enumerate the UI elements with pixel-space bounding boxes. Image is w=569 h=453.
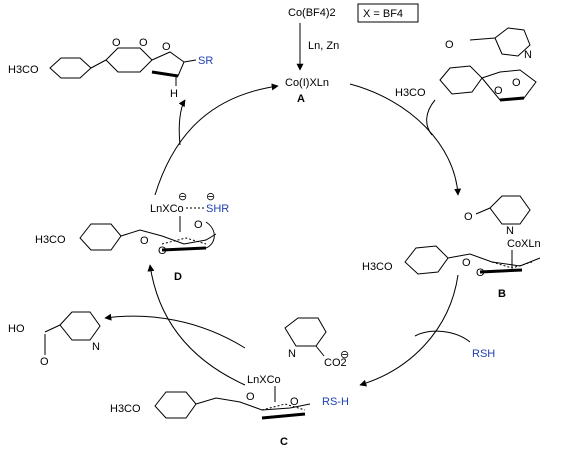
b-pyridine-n: N <box>506 225 514 237</box>
catalyst-a-formula: Co(I)XLn <box>285 77 329 89</box>
b-coxln: CoXLn <box>507 238 541 250</box>
b-ring-o2: O <box>476 267 485 279</box>
product-sr: SR <box>198 55 213 67</box>
label-c: C <box>280 436 288 448</box>
acid-pyridine-n: N <box>92 341 100 353</box>
c-rs-h: RS-H <box>322 396 349 408</box>
acid-release-arrow <box>104 313 246 349</box>
d-co-minus: ⊖ <box>178 191 187 203</box>
rsh-reagent: RSH <box>472 348 495 360</box>
c-ring-o2: O <box>290 396 299 408</box>
product-aryl-ring <box>49 57 92 79</box>
cycle-arc-b-to-c <box>359 274 459 387</box>
product-ring-o3: O <box>162 41 171 53</box>
substrate-pyridine-ring <box>494 27 531 57</box>
acid-pyridine-ring <box>59 311 101 341</box>
substrate-pyridine-n: N <box>524 49 532 61</box>
precatalyst-formula: Co(BF4)2 <box>288 7 336 19</box>
substrate-methoxy: H3CO <box>395 87 426 99</box>
substrate-entry-arrow <box>426 99 436 136</box>
c-ring-o1: O <box>246 391 255 403</box>
intermediate-c: N CO2 ⊖ LnXCo RS-H H3CO O O C <box>110 317 349 448</box>
product-ring-o2: O <box>139 37 148 49</box>
picolinic-acid: N HO O <box>8 311 101 368</box>
intermediate-b: N O CoXLn H3CO O O B <box>362 195 541 300</box>
intermediate-d: LnXCo ⊖ SHR ⊖ H3CO O O O D <box>35 191 229 283</box>
b-carbonyl-o: O <box>464 211 473 223</box>
b-pyridine-ring <box>489 195 531 225</box>
label-b: B <box>498 288 506 300</box>
rsh-entry-arrow <box>414 330 471 343</box>
d-lnxco: LnXCo <box>150 203 184 215</box>
d-shr: SHR <box>206 203 229 215</box>
b-aryl-ring <box>404 245 449 275</box>
cycle-arc-c-to-d <box>147 264 246 386</box>
c-aryl-ring <box>154 391 197 419</box>
d-ring-o1: O <box>140 235 149 247</box>
product-release-arrow <box>178 99 186 146</box>
b-methoxy: H3CO <box>362 261 393 273</box>
product-methoxy: H3CO <box>8 64 39 76</box>
acid-ho: HO <box>8 323 25 335</box>
x-definition: X = BF4 <box>363 8 403 20</box>
substrate-carbonyl-o: O <box>445 39 454 51</box>
d-ring-o2: O <box>158 245 167 257</box>
label-a: A <box>297 93 305 105</box>
substrate-ring-o2: O <box>512 77 521 89</box>
product-ring-o1: O <box>112 37 121 49</box>
product-glycoside: H3CO O O O SR H <box>8 37 213 100</box>
c-carboxylate: CO2 <box>324 357 347 369</box>
acid-carbonyl-o: O <box>40 356 49 368</box>
cycle-arc-d-to-a <box>154 83 279 196</box>
label-d: D <box>174 271 182 283</box>
x-definition-box <box>357 3 419 23</box>
activation-reagents: Ln, Zn <box>308 40 339 52</box>
c-methoxy: H3CO <box>110 403 141 415</box>
cycle-arc-a-to-b <box>349 83 462 196</box>
d-ring-o3: O <box>194 219 203 231</box>
substrate-aryl-ring <box>439 65 483 95</box>
c-pyridine-n: N <box>288 348 296 360</box>
d-s-minus: ⊖ <box>206 191 215 203</box>
d-methoxy: H3CO <box>35 234 66 246</box>
c-pyridine-ring <box>284 317 327 347</box>
b-ring-o1: O <box>462 257 471 269</box>
d-aryl-ring <box>79 223 122 251</box>
product-h: H <box>170 88 178 100</box>
c-lnxco: LnXCo <box>247 374 281 386</box>
substrate-glycoside: N O H3CO O O <box>395 27 537 102</box>
c-carboxylate-minus: ⊖ <box>340 349 349 361</box>
substrate-ring-o1: O <box>494 85 503 97</box>
